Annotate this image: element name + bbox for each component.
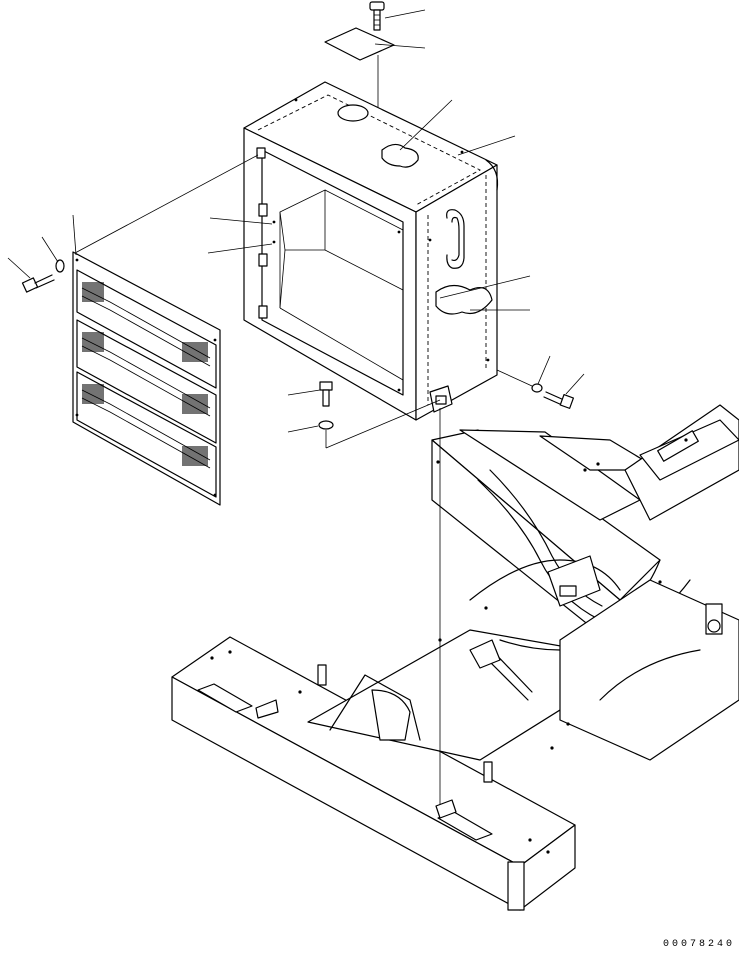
assembly-line-right (496, 369, 533, 387)
leader-line-9 (72, 214, 77, 256)
leader-line-1 (384, 9, 426, 19)
lower-bolt (319, 381, 333, 407)
assembly-line-grille (74, 154, 259, 254)
lower-washer (318, 420, 334, 430)
leader-line-5 (209, 217, 273, 225)
mount-pad (435, 799, 457, 819)
leader-line-14 (537, 355, 551, 385)
top-bolt (369, 1, 385, 31)
drawing-number: 00078240 (662, 939, 735, 950)
leader-line-2 (374, 43, 426, 49)
box-housing (243, 81, 499, 421)
leader-line-13 (287, 425, 319, 433)
leader-line-4 (457, 135, 516, 156)
leader-line-11 (7, 257, 31, 279)
right-bolt (543, 391, 575, 409)
cover-plate (324, 27, 395, 61)
leader-line-6 (207, 243, 273, 254)
left-bolt (21, 274, 55, 293)
right-washer (531, 383, 543, 393)
leader-line-12 (287, 389, 321, 396)
leader-line-3 (399, 99, 453, 151)
left-washer (55, 259, 65, 273)
revolving-frame (171, 404, 739, 911)
leader-line-15 (565, 373, 585, 395)
grille-panel (72, 251, 221, 506)
leader-line-10 (41, 236, 59, 263)
assembly-line-lower-2 (325, 399, 441, 449)
leader-line-7 (439, 275, 531, 299)
